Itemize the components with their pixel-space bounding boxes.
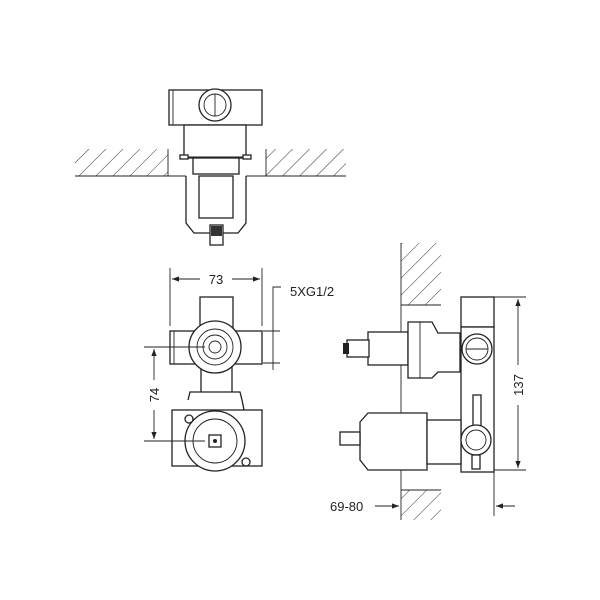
dim-depth: 69-80 xyxy=(330,499,363,514)
upper-cartridge xyxy=(368,332,408,365)
wall-hatch-upper xyxy=(401,243,441,305)
wall-hatch-lower xyxy=(401,490,441,520)
dim-height: 137 xyxy=(511,374,526,396)
wall-hatch-right xyxy=(266,149,346,176)
dim-width: 73 xyxy=(209,272,223,287)
wall-hatch-left xyxy=(75,149,168,176)
dim-outlet-spec: 5XG1/2 xyxy=(290,284,334,299)
lower-cartridge xyxy=(360,413,427,470)
front-view: 73 5XG1/2 74 xyxy=(144,268,334,471)
top-view xyxy=(75,89,346,245)
dim-center-spacing: 74 xyxy=(147,388,162,402)
side-view: 137 69-80 xyxy=(330,243,526,520)
